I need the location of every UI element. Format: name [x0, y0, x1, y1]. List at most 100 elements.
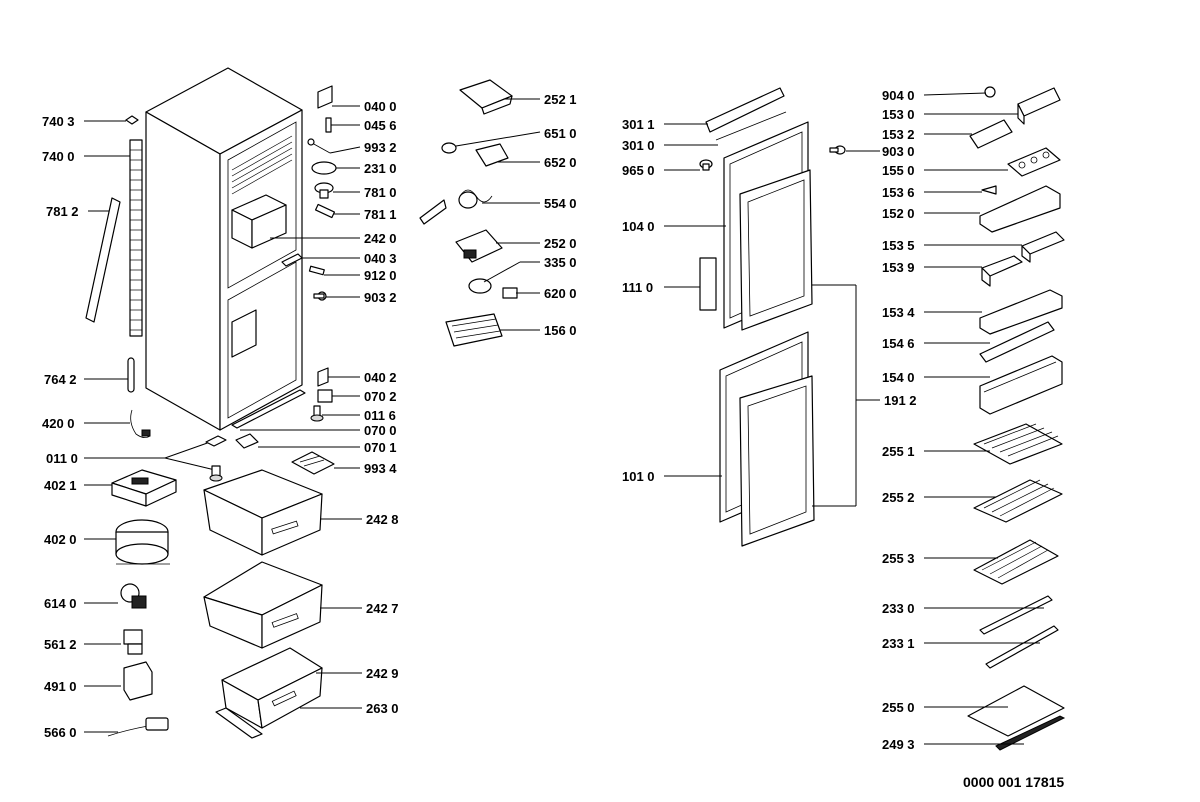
part-label: 263 0 [366, 701, 399, 716]
thermostat-assembly-parts [419, 79, 518, 347]
part-label: 781 2 [46, 204, 79, 219]
part-label: 154 0 [882, 370, 915, 385]
part-label: 070 2 [364, 389, 397, 404]
part-label: 101 0 [622, 469, 655, 484]
part-label: 252 0 [544, 236, 577, 251]
part-labels: 740 3 740 0 781 2 764 2 420 0 011 0 402 … [42, 88, 917, 752]
leader-lines-left [84, 120, 216, 733]
document-number: 0000 001 17815 [963, 774, 1064, 790]
part-label: 402 0 [44, 532, 77, 547]
leader-lines-right [846, 92, 1044, 745]
part-label: 231 0 [364, 161, 397, 176]
part-label: 040 3 [364, 251, 397, 266]
part-label: 011 0 [46, 451, 78, 466]
part-label: 233 0 [882, 601, 915, 616]
part-label: 740 3 [42, 114, 75, 129]
thermostat-part [123, 629, 143, 655]
part-label: 249 3 [882, 737, 915, 752]
part-label: 652 0 [544, 155, 577, 170]
part-label: 242 9 [366, 666, 399, 681]
part-label: 045 6 [364, 118, 397, 133]
part-label: 153 9 [882, 260, 915, 275]
part-label: 781 1 [364, 207, 397, 222]
drier-filter-part [127, 357, 135, 393]
part-label: 111 0 [622, 280, 653, 295]
part-label: 104 0 [622, 219, 655, 234]
part-label: 153 6 [882, 185, 915, 200]
part-label: 040 2 [364, 370, 397, 385]
leader-lines-center-left [240, 105, 362, 709]
glass-shelves [967, 423, 1066, 751]
crisper-drawer-2 [203, 561, 323, 649]
part-label: 255 2 [882, 490, 915, 505]
part-label: 156 0 [544, 323, 577, 338]
part-label: 153 5 [882, 238, 915, 253]
part-label: 965 0 [622, 163, 655, 178]
part-label: 402 1 [44, 478, 77, 493]
crisper-drawer-1 [203, 469, 323, 556]
part-label: 255 1 [882, 444, 915, 459]
cable-part [107, 717, 169, 737]
part-label: 335 0 [544, 255, 577, 270]
rear-condenser [129, 139, 143, 337]
part-label: 255 3 [882, 551, 915, 566]
right-column-parts [829, 86, 1065, 415]
part-label: 651 0 [544, 126, 577, 141]
part-label: 242 0 [364, 231, 397, 246]
part-label: 154 6 [882, 336, 915, 351]
drawer-rail-part [215, 707, 263, 739]
center-small-parts [235, 85, 337, 475]
part-label: 904 0 [882, 88, 915, 103]
crisper-drawer-3 [221, 647, 323, 729]
part-label: 620 0 [544, 286, 577, 301]
part-label: 740 0 [42, 149, 75, 164]
part-label: 011 6 [364, 408, 396, 423]
part-label: 255 0 [882, 700, 915, 715]
part-label: 903 0 [882, 144, 915, 159]
part-label: 903 2 [364, 290, 397, 305]
cover-part [123, 661, 153, 701]
part-label: 561 2 [44, 637, 77, 652]
part-label: 491 0 [44, 679, 77, 694]
leader-lines-doors [664, 123, 726, 477]
capillary-part [130, 409, 151, 438]
cabinet [145, 67, 306, 431]
upper-door [723, 121, 813, 331]
part-label: 614 0 [44, 596, 77, 611]
part-label: 242 8 [366, 512, 399, 527]
side-bar-part [85, 197, 121, 323]
condenser-clip-part [125, 115, 139, 125]
lower-door [719, 331, 815, 547]
part-label: 191 2 [884, 393, 917, 408]
part-label: 993 2 [364, 140, 397, 155]
part-label: 252 1 [544, 92, 577, 107]
upper-door-handle [699, 257, 717, 311]
leader-lines-center-right [455, 98, 541, 331]
door-bracket-lines [812, 284, 880, 507]
part-label: 153 2 [882, 127, 915, 142]
part-label: 155 0 [882, 163, 915, 178]
part-label: 233 1 [882, 636, 915, 651]
door-seal-strip [705, 87, 787, 141]
part-label: 070 1 [364, 440, 397, 455]
part-label: 242 7 [366, 601, 399, 616]
part-label: 040 0 [364, 99, 397, 114]
part-label: 153 4 [882, 305, 915, 320]
door-plug-part [699, 159, 713, 171]
relay-part [120, 583, 147, 609]
part-label: 420 0 [42, 416, 75, 431]
part-label: 070 0 [364, 423, 397, 438]
compressor-part [115, 519, 170, 565]
part-label: 566 0 [44, 725, 77, 740]
part-label: 153 0 [882, 107, 915, 122]
part-label: 993 4 [364, 461, 397, 476]
part-label: 781 0 [364, 185, 397, 200]
compressor-cover-part [111, 469, 177, 507]
feet-part [205, 435, 227, 482]
part-label: 764 2 [44, 372, 77, 387]
part-label: 912 0 [364, 268, 397, 283]
part-label: 301 1 [622, 117, 655, 132]
part-label: 554 0 [544, 196, 577, 211]
part-label: 301 0 [622, 138, 655, 153]
